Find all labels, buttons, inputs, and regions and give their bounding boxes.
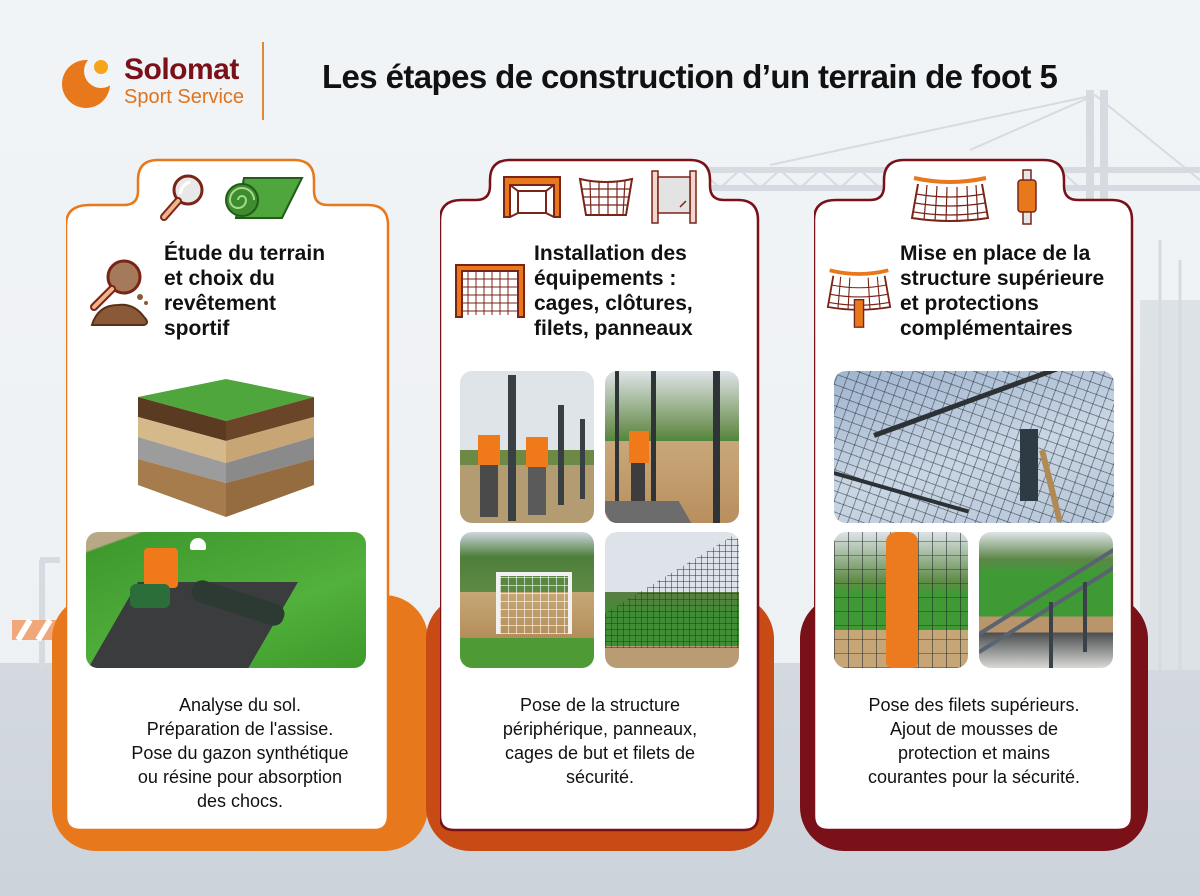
logo-mark-icon <box>62 54 118 108</box>
panel-icon <box>651 170 697 224</box>
soil-layers-cutaway-image <box>138 379 314 517</box>
step-1-description: Analyse du sol. Préparation de l'assise.… <box>131 695 349 811</box>
handrail-along-pitch-photo <box>979 532 1113 668</box>
turf-roll-icon <box>225 177 304 219</box>
worker-fixing-wood-panels-photo <box>605 371 739 523</box>
net-with-post-icon <box>826 268 892 328</box>
step-3-description: Pose des filets supérieurs. Ajout de mou… <box>867 695 1081 787</box>
logo-brand-text: Solomat <box>124 53 239 86</box>
tab-icons <box>440 169 760 225</box>
step-2-title: Installation des équipements : cages, cl… <box>534 242 693 340</box>
orange-foam-post-protection-photo <box>834 532 968 668</box>
tab-icons <box>814 169 1134 225</box>
goal-net-icon <box>455 264 525 318</box>
net-icon <box>578 177 634 216</box>
page-title: Les étapes de construction d’un terrain … <box>322 58 1058 95</box>
step-1-title: Étude du terrain et choix du revêtement … <box>164 242 326 340</box>
step-2-description: Pose de la structure périphérique, panne… <box>502 695 698 787</box>
solomat-logo[interactable]: Solomat Sport Service <box>62 54 244 108</box>
magnifier-icon <box>160 174 204 221</box>
tab-icons <box>46 169 414 225</box>
step-card-2: Installation des équipements : cages, cl… <box>426 155 774 851</box>
goal-icon <box>503 176 561 218</box>
worker-laying-turf-photo <box>86 532 366 668</box>
header: Solomat Sport Service <box>62 42 265 120</box>
foam-pad-icon <box>1017 169 1037 225</box>
step-card-1: Étude du terrain et choix du revêtement … <box>52 155 428 851</box>
step-card-3: Mise en place de la structure supérieure… <box>800 155 1148 851</box>
header-divider <box>262 42 265 120</box>
soil-analysis-icon <box>90 259 148 326</box>
workers-installing-posts-photo <box>460 371 594 523</box>
logo-subtitle-text: Sport Service <box>124 86 245 108</box>
perimeter-fence-nets-photo <box>605 532 739 668</box>
overhead-net-icon <box>910 176 990 222</box>
goal-cage-on-turf-photo <box>460 532 594 668</box>
step-3-title: Mise en place de la structure supérieure… <box>900 242 1105 340</box>
worker-installing-roof-net-photo <box>834 371 1114 523</box>
